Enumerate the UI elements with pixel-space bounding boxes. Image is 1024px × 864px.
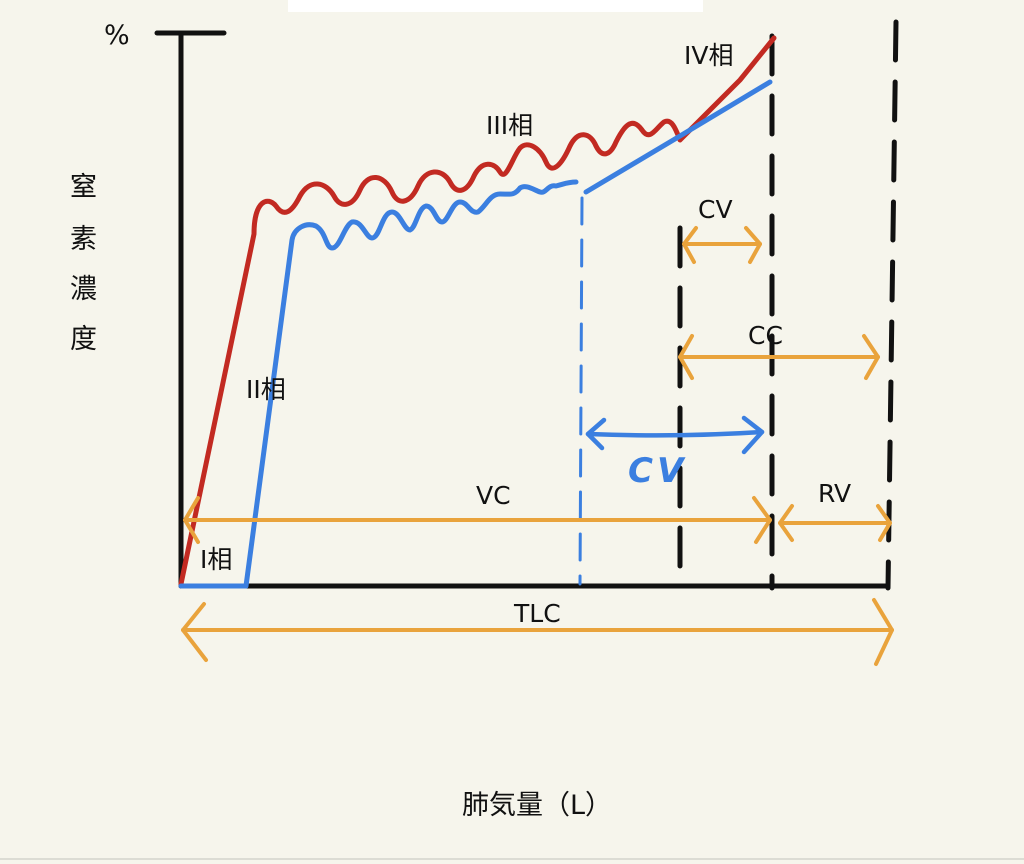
vc-label: VC bbox=[476, 481, 511, 510]
y-label-char-3: 濃 bbox=[70, 274, 97, 305]
y-label-char-1: 窒 bbox=[70, 172, 97, 203]
blue-cv-arrow bbox=[585, 415, 765, 455]
tlc-arrow bbox=[181, 598, 894, 666]
rv-arrow bbox=[778, 504, 892, 542]
phase3-label: III相 bbox=[486, 111, 533, 140]
cv-handwritten-label: CV bbox=[628, 451, 687, 491]
phase2-label: II相 bbox=[246, 375, 286, 404]
y-label-char-2: 素 bbox=[70, 224, 97, 255]
blue-nitrogen-curve bbox=[178, 79, 773, 589]
phase4-label: IV相 bbox=[684, 41, 733, 70]
cc-arrow bbox=[678, 334, 880, 380]
top-white-bar bbox=[288, 0, 703, 12]
orange-arrows bbox=[181, 226, 894, 666]
vc-arrow bbox=[183, 496, 772, 544]
y-label-char-4: 度 bbox=[70, 324, 97, 355]
tlc-label: TLC bbox=[513, 599, 561, 628]
dashed-line-blue-cv-start bbox=[578, 196, 584, 586]
cv-upper-label: CV bbox=[698, 195, 733, 224]
dashed-line-tlc-end bbox=[885, 19, 899, 591]
y-unit-label: % bbox=[104, 20, 130, 51]
x-axis-label: 肺気量（L） bbox=[462, 790, 612, 821]
rv-label: RV bbox=[818, 479, 851, 508]
curves bbox=[178, 35, 777, 589]
bottom-divider bbox=[0, 858, 1024, 860]
phase1-label: I相 bbox=[200, 545, 232, 574]
cc-label: CC bbox=[748, 321, 783, 350]
dashed-markers bbox=[578, 19, 899, 591]
cv-upper-arrow bbox=[682, 226, 762, 264]
y-axis-label: 窒 素 濃 度 bbox=[70, 172, 97, 355]
red-nitrogen-curve bbox=[178, 35, 777, 587]
